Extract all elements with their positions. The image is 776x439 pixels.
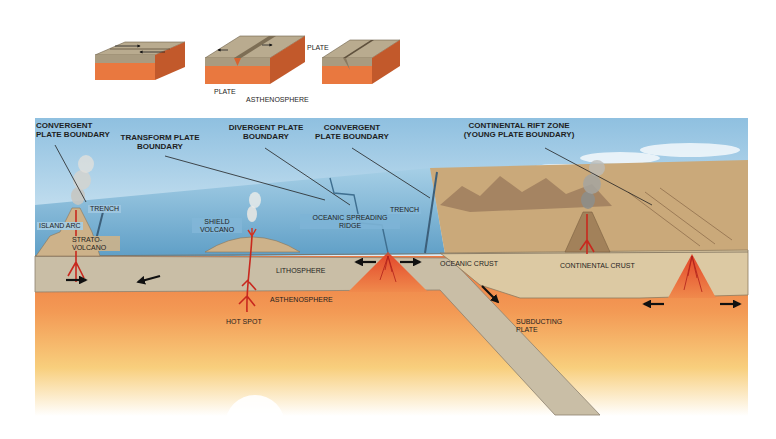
layer-label: ASTHENOSPHERE — [270, 296, 333, 304]
rift-upwelling — [668, 254, 716, 298]
land — [430, 160, 748, 254]
boundary-label: CONTINENTAL RIFT ZONE (YOUNG PLATE BOUND… — [456, 122, 582, 140]
ocean — [35, 168, 445, 258]
plate-label: PLATE — [307, 44, 329, 52]
feature-label: TRENCH — [88, 205, 121, 213]
layer-label: ASTHENOSPHERE — [246, 96, 309, 104]
boundary-label: CONVERGENT PLATE BOUNDARY — [312, 124, 392, 142]
motion-arrows — [66, 262, 740, 304]
boundary-label: DIVERGENT PLATE BOUNDARY — [226, 124, 306, 142]
feature-label: ISLAND ARC — [37, 222, 83, 230]
boundary-label: TRANSFORM PLATE BOUNDARY — [118, 134, 202, 152]
block-diagrams — [95, 36, 400, 84]
trench-line — [425, 172, 437, 253]
layer-label: CONTINENTAL CRUST — [560, 262, 635, 270]
feature-label: HOT SPOT — [226, 318, 262, 326]
feature-label: SUBDUCTING PLATE — [516, 318, 578, 333]
boundary-label: CONVERGENT PLATE BOUNDARY — [36, 122, 116, 140]
leader-lines — [55, 145, 652, 205]
plume-source — [225, 395, 285, 439]
plate-label: PLATE — [214, 88, 236, 96]
continental-volcano — [565, 160, 610, 254]
sky — [35, 118, 748, 258]
shield-volcano — [205, 192, 300, 312]
strato-volcano — [36, 155, 100, 282]
layer-label: OCEANIC CRUST — [440, 260, 498, 268]
feature-label: STRATO- VOLCANO — [70, 236, 120, 251]
rift-faults — [628, 188, 732, 246]
layer-label: LITHOSPHERE — [276, 267, 325, 275]
ridge-upwelling — [348, 252, 428, 292]
feature-label: SHIELD VOLCANO — [192, 218, 242, 233]
feature-label: TRENCH — [388, 206, 421, 214]
feature-label: OCEANIC SPREADING RIDGE — [300, 214, 400, 229]
